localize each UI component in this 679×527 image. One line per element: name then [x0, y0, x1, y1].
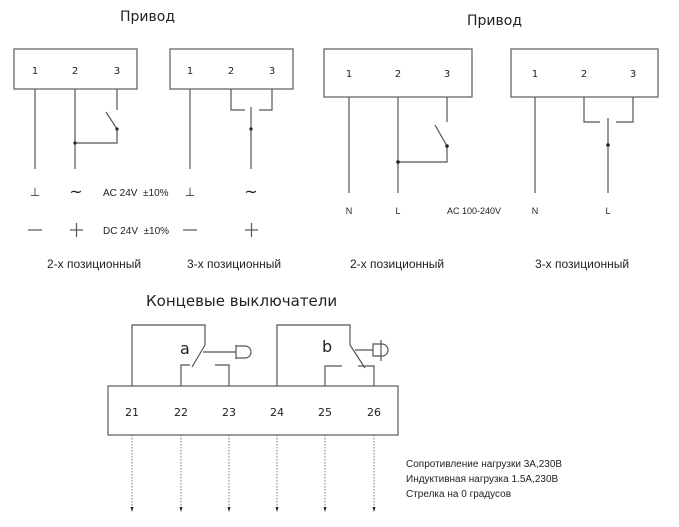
switch-a-contact: [191, 344, 206, 368]
switch-contact: [105, 111, 118, 130]
limit-switch-terminal-block: [107, 385, 399, 436]
terminal-label: 3: [114, 66, 120, 77]
terminal-label: 2: [395, 69, 401, 80]
switch-a-nc-wire: [180, 364, 190, 386]
arrow-down-icon: [372, 507, 376, 512]
switch-a-common-wire: [131, 324, 206, 386]
right-actuator-title: Привод: [467, 13, 522, 29]
live-label: L: [395, 206, 400, 216]
terminal-label: 1: [32, 66, 38, 77]
switch-b-contact: [349, 344, 366, 369]
terminal-block: [510, 48, 659, 98]
switch-b-no-wire: [358, 365, 375, 386]
junction-dot: [396, 160, 400, 164]
note-pointer-position: Стрелка на 0 градусов: [406, 489, 511, 500]
arrow-down-icon: [179, 507, 183, 512]
junction-dot: [445, 144, 449, 148]
terminal-label: 25: [318, 406, 332, 419]
note-resistive-load: Сопротивление нагрузки 3A,230В: [406, 459, 562, 470]
ground-symbol: ⊥: [185, 185, 195, 199]
lv-two-position-caption: 2-х позиционный: [47, 257, 141, 271]
terminal-block: [13, 48, 138, 90]
arrow-down-icon: [130, 507, 134, 512]
hv-three-position-caption: 3-х позиционный: [535, 257, 629, 271]
bracket-wire: [583, 97, 600, 123]
terminal-label: 22: [174, 406, 188, 419]
switch-contact: [434, 124, 448, 147]
hv-two-position-diagram: 1 2 3 N L AC 100-240V 2-х позиционный: [323, 48, 501, 271]
output-leads: [130, 435, 376, 512]
terminal-label: 3: [444, 69, 450, 80]
limit-switches-title: Концевые выключатели: [146, 292, 337, 310]
terminal-label: 24: [270, 406, 284, 419]
terminal-label: 1: [346, 69, 352, 80]
switch-b-nc-wire: [324, 365, 342, 386]
hv-two-position-caption: 2-х позиционный: [350, 257, 444, 271]
note-inductive-load: Индуктивная нагрузка 1.5A,230В: [406, 474, 559, 485]
hv-three-position-diagram: 1 2 3 N L 3-х позиционный: [510, 48, 659, 271]
terminal-label: 1: [187, 66, 193, 77]
junction-dot: [606, 143, 610, 147]
neutral-label: N: [346, 206, 353, 216]
terminal-label: 2: [72, 66, 78, 77]
bracket-wire: [616, 97, 634, 123]
switch-b-plunger-icon: [372, 343, 389, 357]
switch-b-common-wire: [276, 324, 351, 386]
switch-b-label: b: [322, 337, 332, 356]
terminal-label: 23: [222, 406, 236, 419]
terminal-label: 3: [630, 69, 636, 80]
terminal-label: 21: [125, 406, 139, 419]
ground-symbol: ⊥: [30, 185, 40, 199]
lv-two-position-diagram: 1 2 3: [13, 48, 138, 169]
dc-voltage-label: DC 24V ±10%: [103, 226, 169, 237]
neutral-label: N: [532, 206, 539, 216]
left-actuator-title: Привод: [120, 9, 175, 25]
ac-tilde-symbol: ~: [69, 182, 82, 201]
live-label: L: [605, 206, 610, 216]
arrow-down-icon: [227, 507, 231, 512]
bracket-wire: [259, 89, 273, 111]
switch-a-label: a: [180, 339, 190, 358]
junction-dot: [115, 127, 119, 131]
lv-three-position-caption: 3-х позиционный: [187, 257, 281, 271]
terminal-label: 1: [532, 69, 538, 80]
switch-a-no-wire: [215, 364, 230, 386]
switch-a-plunger-icon: [236, 345, 252, 359]
ac-tilde-symbol: ~: [244, 182, 257, 201]
wire: [75, 129, 118, 144]
limit-switch-diagram: a b 21 22 23 24 25 26: [107, 324, 399, 512]
junction-dot: [73, 141, 77, 145]
ac-voltage-label: AC 24V ±10%: [103, 188, 169, 199]
wire: [398, 146, 448, 163]
lv-three-position-diagram: 1 2 3: [169, 48, 294, 169]
terminal-label: 2: [228, 66, 234, 77]
terminal-label: 26: [367, 406, 381, 419]
terminal-block: [323, 48, 473, 98]
bracket-wire: [230, 89, 245, 111]
junction-dot: [249, 127, 253, 131]
hv-voltage-label: AC 100-240V: [447, 206, 501, 216]
arrow-down-icon: [275, 507, 279, 512]
arrow-down-icon: [323, 507, 327, 512]
terminal-label: 3: [269, 66, 275, 77]
terminal-label: 2: [581, 69, 587, 80]
